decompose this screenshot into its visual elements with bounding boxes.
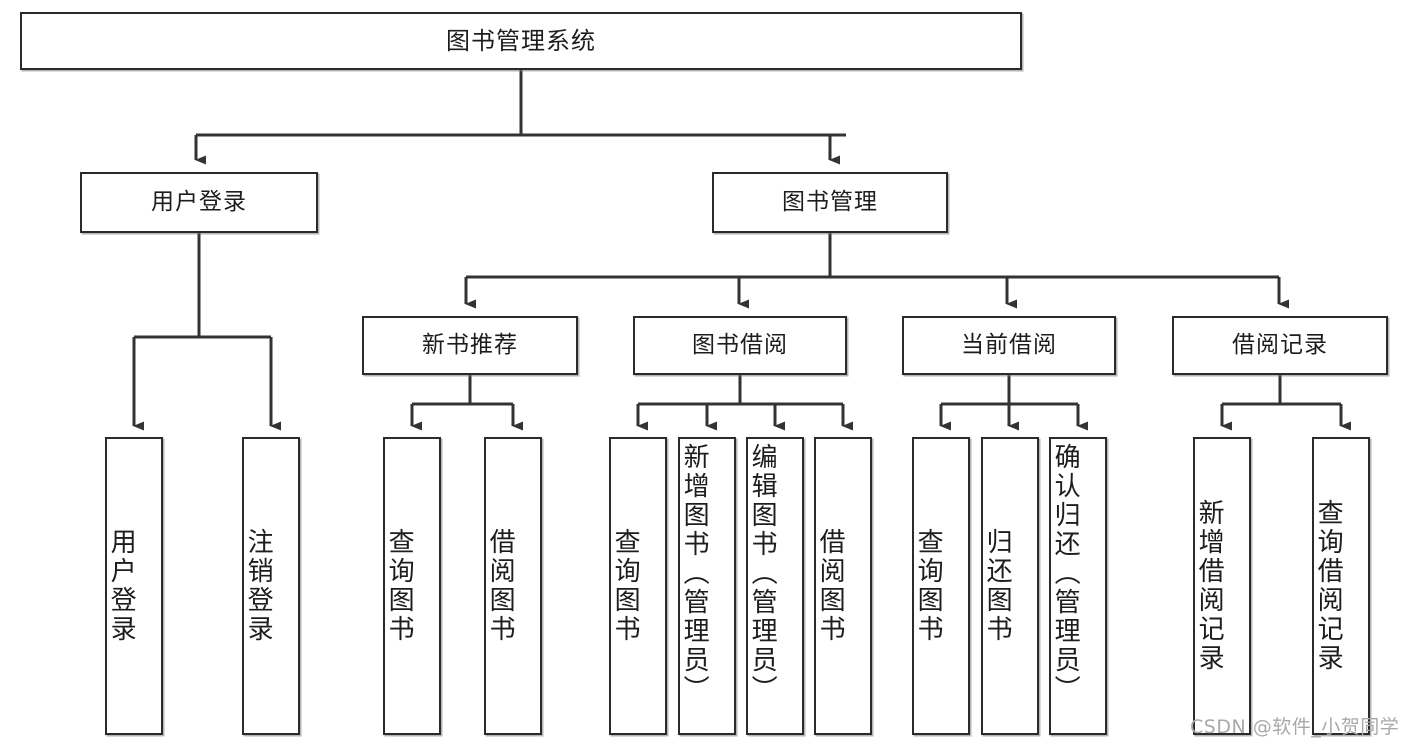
node-label: 查询图书 [384, 528, 415, 644]
leaf-add-book-admin[interactable]: 新增图书（管理员） [678, 437, 736, 735]
leaf-query-borrow-record[interactable]: 查询借阅记录 [1312, 437, 1370, 735]
leaf-borrow-books-recommend[interactable]: 借阅图书 [484, 437, 542, 735]
leaf-confirm-return-admin[interactable]: 确认归还（管理员） [1049, 437, 1107, 735]
node-label: 查询图书 [913, 528, 944, 644]
node-label: 注销登录 [243, 528, 274, 644]
node-label: 新书推荐 [422, 332, 518, 358]
node-new-book-recommendation[interactable]: 新书推荐 [362, 316, 578, 375]
node-label: 借阅记录 [1232, 332, 1328, 358]
leaf-user-login[interactable]: 用户登录 [105, 437, 163, 735]
node-label: 查询借阅记录 [1313, 499, 1344, 673]
node-book-borrowing[interactable]: 图书借阅 [633, 316, 847, 375]
leaf-edit-book-admin[interactable]: 编辑图书（管理员） [746, 437, 804, 735]
node-borrowing-records[interactable]: 借阅记录 [1172, 316, 1388, 375]
node-user-login[interactable]: 用户登录 [80, 172, 318, 233]
node-label: 新增借阅记录 [1194, 499, 1225, 673]
node-label: 借阅图书 [485, 528, 516, 644]
node-current-borrowing[interactable]: 当前借阅 [902, 316, 1116, 375]
node-label: 图书借阅 [692, 332, 788, 358]
leaf-borrow-books-borrow[interactable]: 借阅图书 [814, 437, 872, 735]
node-label: 当前借阅 [961, 332, 1057, 358]
node-label: 图书管理 [782, 189, 878, 215]
leaf-query-books-recommend[interactable]: 查询图书 [383, 437, 441, 735]
node-label: 查询图书 [610, 528, 641, 644]
node-book-management[interactable]: 图书管理 [712, 172, 948, 233]
node-label: 确认归还（管理员） [1050, 443, 1081, 704]
node-root-system[interactable]: 图书管理系统 [20, 12, 1022, 70]
node-label: 编辑图书（管理员） [747, 443, 778, 704]
node-label: 新增图书（管理员） [679, 443, 710, 704]
leaf-logout[interactable]: 注销登录 [242, 437, 300, 735]
leaf-add-borrow-record[interactable]: 新增借阅记录 [1193, 437, 1251, 735]
leaf-return-books[interactable]: 归还图书 [981, 437, 1039, 735]
node-label: 用户登录 [106, 528, 137, 644]
leaf-query-books-borrow[interactable]: 查询图书 [609, 437, 667, 735]
node-label: 借阅图书 [815, 528, 846, 644]
node-label: 图书管理系统 [446, 27, 596, 55]
node-label: 归还图书 [982, 528, 1013, 644]
node-label: 用户登录 [151, 189, 247, 215]
leaf-query-books-current[interactable]: 查询图书 [912, 437, 970, 735]
